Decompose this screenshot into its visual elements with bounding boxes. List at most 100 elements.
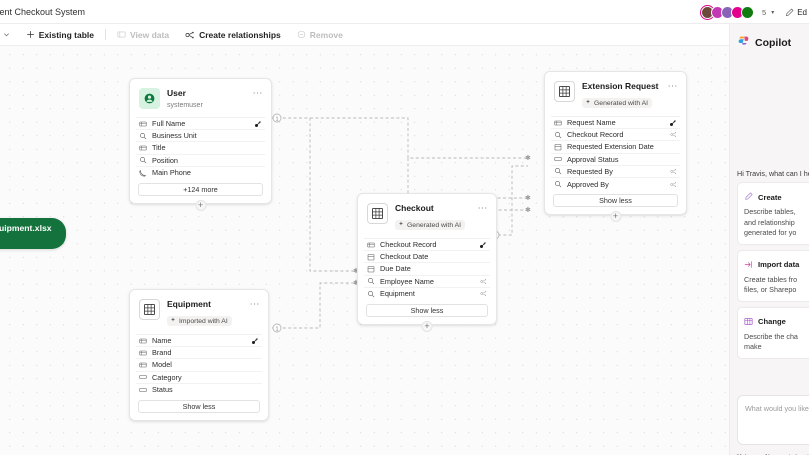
existing-table-button[interactable]: Existing table xyxy=(18,25,102,45)
ai-badge-label: Imported with AI xyxy=(179,317,228,325)
date-field-icon xyxy=(367,253,375,261)
text-field-icon xyxy=(139,337,147,345)
create-relationships-button[interactable]: Create relationships xyxy=(177,25,289,45)
field-row[interactable]: Equipment xyxy=(364,288,490,300)
avatar[interactable] xyxy=(741,5,755,19)
field-list: Name Brand Model Category Status xyxy=(136,334,262,396)
table-overflow-menu[interactable]: ⋯ xyxy=(249,299,260,310)
field-row[interactable]: Request Name xyxy=(551,117,680,130)
field-row[interactable]: Approval Status xyxy=(551,154,680,166)
new-table-button[interactable]: e xyxy=(0,25,18,45)
show-less-button[interactable]: Show less xyxy=(553,194,678,208)
table-overflow-menu[interactable]: ⋯ xyxy=(252,88,263,99)
remove-icon xyxy=(297,30,306,39)
field-label: Equipment xyxy=(380,289,415,299)
copilot-prompt-input[interactable]: What would you like t xyxy=(737,395,809,445)
ai-badge-label: Generated with AI xyxy=(407,221,462,229)
field-row[interactable]: Position xyxy=(136,155,265,167)
view-data-label: View data xyxy=(130,29,170,40)
field-row[interactable]: Requested Extension Date xyxy=(551,141,680,154)
add-field-button[interactable]: + xyxy=(195,199,206,211)
choice-field-icon xyxy=(139,386,147,394)
primary-key-icon xyxy=(254,120,262,128)
field-row[interactable]: Title xyxy=(136,142,265,155)
copilot-logo-icon xyxy=(737,34,750,52)
field-list: Full Name Business Unit Title Position xyxy=(136,117,265,179)
suggestion-desc-line: Create tables fro xyxy=(744,274,798,284)
copilot-title: Copilot xyxy=(755,37,792,49)
field-row[interactable]: Category xyxy=(136,372,262,384)
ai-badge: Generated with AI xyxy=(395,220,466,230)
primary-key-icon xyxy=(251,337,259,345)
copilot-panel: Copilot Hi Travis, what can I he Create … xyxy=(729,24,809,455)
copilot-suggestion-create[interactable]: Create Describe tables, and relationship… xyxy=(737,182,809,245)
table-overflow-menu[interactable]: ⋯ xyxy=(477,203,488,214)
edit-button[interactable]: Ed xyxy=(785,8,807,17)
more-fields-button[interactable]: +124 more xyxy=(138,182,263,196)
text-field-icon xyxy=(139,120,147,128)
date-field-icon xyxy=(367,265,375,273)
table-card-user[interactable]: User systemuser ⋯ Full Name Business Uni… xyxy=(129,78,272,211)
table-card-extension-request[interactable]: Extension Request Generated with AI ⋯ Re… xyxy=(544,71,687,223)
edit-button-label: Ed xyxy=(797,7,807,17)
field-row[interactable]: Checkout Date xyxy=(364,251,490,264)
ai-badge: Generated with AI xyxy=(582,98,653,108)
field-row[interactable]: Due Date xyxy=(364,263,490,276)
create-relationships-label: Create relationships xyxy=(199,29,281,40)
design-canvas[interactable]: 1 1 1 ✱ ✱ ✱ ✱ ✱ Equipment.xlsx File xyxy=(0,46,729,455)
source-file-title: Equipment.xlsx xyxy=(0,223,52,233)
lookup-field-icon xyxy=(554,167,562,175)
title-bar-right: 5 ▾ Ed xyxy=(700,0,809,24)
table-card-header: User systemuser ⋯ xyxy=(136,85,265,117)
avatar-stack[interactable] xyxy=(700,4,755,20)
table-card-checkout[interactable]: Checkout Generated with AI ⋯ Checkout Re… xyxy=(357,193,497,332)
field-row[interactable]: Brand xyxy=(136,347,262,360)
field-row[interactable]: Requested By xyxy=(551,166,680,178)
phone-field-icon xyxy=(139,169,147,177)
ai-badge: Imported with AI xyxy=(167,316,232,326)
table-card-equipment[interactable]: Equipment Imported with AI ⋯ Name Brand xyxy=(129,289,269,421)
field-label: Approval Status xyxy=(567,154,619,164)
remove-button[interactable]: Remove xyxy=(289,25,351,45)
copilot-suggestion-change[interactable]: Change Describe the cha make xyxy=(737,306,809,359)
field-row[interactable]: Status xyxy=(136,384,262,396)
lookup-field-icon xyxy=(139,132,147,140)
view-data-button[interactable]: View data xyxy=(109,25,177,45)
text-field-icon xyxy=(554,119,562,127)
add-field-button[interactable]: + xyxy=(421,320,433,332)
field-label: Business Unit xyxy=(152,131,197,141)
field-row[interactable]: Checkout Record xyxy=(364,239,490,252)
date-field-icon xyxy=(554,143,562,151)
field-row[interactable]: Model xyxy=(136,359,262,372)
pencil-icon xyxy=(785,8,794,17)
source-file-node[interactable]: Equipment.xlsx File xyxy=(0,218,66,249)
add-field-button[interactable]: + xyxy=(610,211,621,223)
field-row[interactable]: Name xyxy=(136,335,262,348)
chevron-down-icon[interactable]: ▾ xyxy=(771,9,775,16)
field-row[interactable]: Employee Name xyxy=(364,276,490,288)
field-row[interactable]: Checkout Record xyxy=(551,129,680,142)
field-row[interactable]: Main Phone xyxy=(136,167,265,179)
text-field-icon xyxy=(139,361,147,369)
table-card-header: Extension Request Generated with AI ⋯ xyxy=(551,78,680,116)
copilot-greeting: Hi Travis, what can I he xyxy=(737,169,809,178)
svg-text:✱: ✱ xyxy=(525,194,531,202)
table-title: Checkout xyxy=(395,203,434,213)
field-label: Employee Name xyxy=(380,276,434,286)
show-less-button[interactable]: Show less xyxy=(366,303,488,317)
copilot-suggestion-import-data[interactable]: Import data Create tables fro files, or … xyxy=(737,249,809,302)
field-label: Main Phone xyxy=(152,168,191,178)
field-label: Name xyxy=(152,336,172,346)
table-overflow-menu[interactable]: ⋯ xyxy=(667,81,678,92)
relationship-field-icon xyxy=(670,131,677,138)
field-label: Requested Extension Date xyxy=(567,142,654,152)
show-less-button[interactable]: Show less xyxy=(138,399,260,413)
field-row[interactable]: Full Name xyxy=(136,118,265,131)
field-row[interactable]: Business Unit xyxy=(136,130,265,143)
suggestion-title: Create xyxy=(758,192,782,202)
change-table-icon xyxy=(744,313,753,331)
create-pencil-icon xyxy=(744,188,753,206)
text-field-icon xyxy=(139,144,147,152)
svg-text:✱: ✱ xyxy=(525,206,531,214)
field-row[interactable]: Approved By xyxy=(551,178,680,190)
